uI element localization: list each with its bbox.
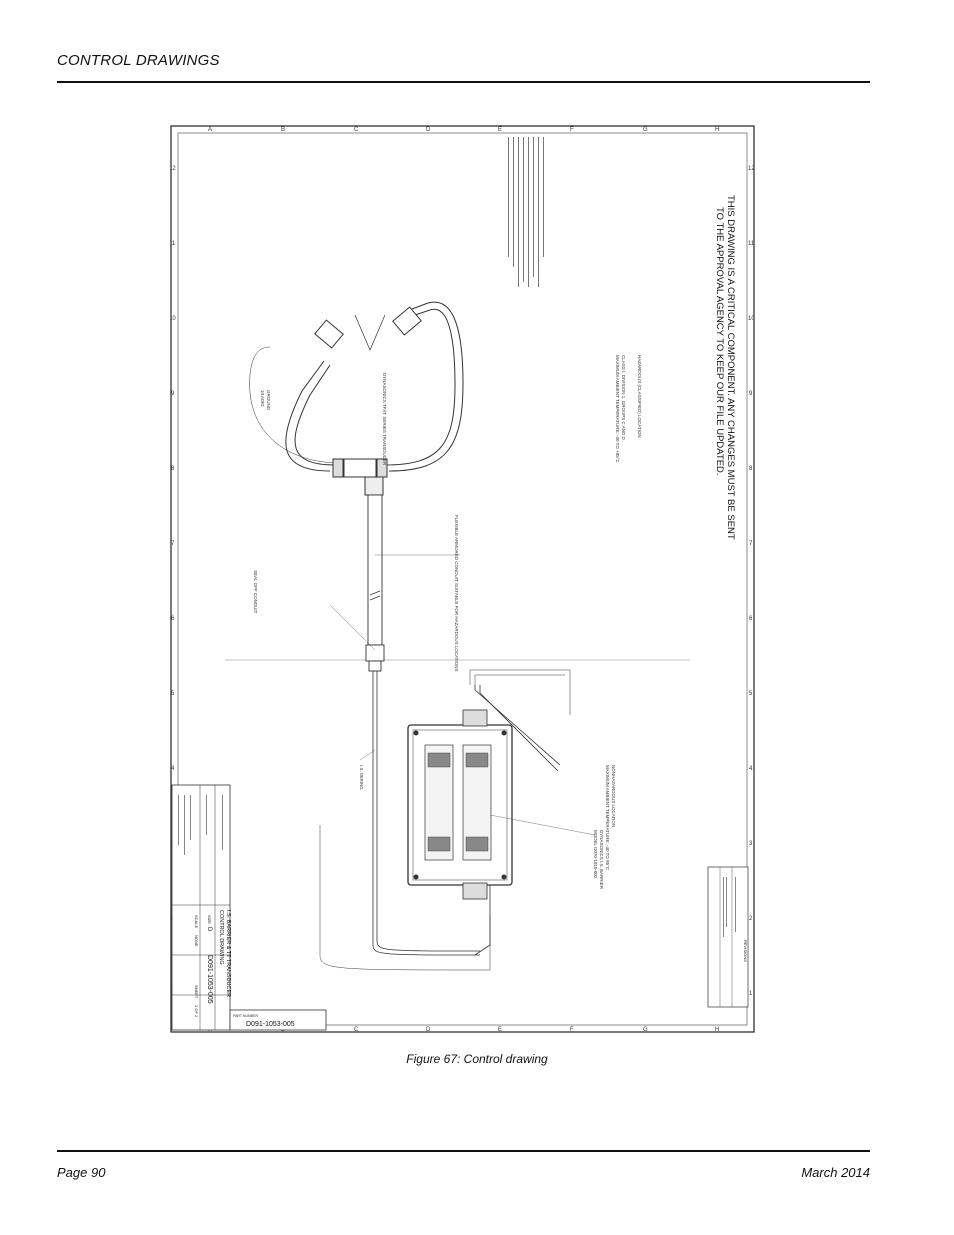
control-drawing: A B C D E F G H A B C D E F G H 12 11 10… — [169, 125, 755, 1038]
header-rule — [57, 81, 870, 83]
zone-number: 1 — [749, 991, 753, 997]
zone-letter: E — [498, 127, 502, 133]
zone-number: 7 — [171, 541, 175, 547]
zone-letter: G — [643, 127, 648, 133]
transducer-label: DYNASONICS TFXT SERIES TRANSDUCER — [382, 373, 387, 466]
zone-number: 12 — [748, 166, 755, 172]
revisions-label: REVISIONS — [743, 940, 748, 962]
part-number-box: PART NUMBER D091-1053-005 — [229, 1009, 327, 1031]
barrier-model-label: DYNASONICS I.S. BARRIER — [599, 830, 604, 890]
ground-label: GROUND — [266, 390, 271, 411]
zone-number: 6 — [171, 616, 175, 622]
size-value: D — [206, 927, 212, 932]
section-title: CONTROL DRAWINGS — [57, 52, 220, 69]
zone-letter: H — [715, 1027, 719, 1033]
zone-number: 3 — [749, 841, 753, 847]
ambient-label: MAXIMUM AMBIENT TEMPERATURE: -40 TO +85°… — [615, 355, 620, 464]
zone-number: 10 — [748, 316, 755, 322]
is-barrier — [407, 709, 513, 900]
footer-rule — [57, 1150, 870, 1152]
page-number: Page 90 — [57, 1165, 106, 1180]
nonhazardous-label: NONHAZARDOUS LOCATION — [611, 765, 616, 827]
zone-letter: B — [281, 127, 285, 133]
hazardous-label: HAZARDOUS (CLASSIFIED) LOCATION — [637, 355, 642, 438]
part-number: D091-1053-005 — [246, 1021, 295, 1028]
is-wiring — [319, 669, 571, 971]
scale-value: NONE — [194, 935, 199, 947]
figure-caption: Figure 67: Control drawing — [406, 1052, 548, 1066]
zone-number: 8 — [749, 466, 753, 472]
size-label: SIZE — [207, 915, 212, 924]
zone-letter: H — [715, 127, 719, 133]
zone-number: 5 — [171, 691, 175, 697]
drawing-subtitle: I.S. BARRIER & TT TRANSDUCER — [225, 910, 231, 997]
scale-label: SCALE — [194, 915, 199, 928]
nonhaz-ambient-label: MAXIMUM AMBIENT TEMPERATURE: -40 TO 85°C — [605, 765, 610, 871]
publication-date: March 2014 — [801, 1165, 870, 1180]
zone-number: 11 — [170, 241, 176, 247]
zone-number: 4 — [171, 766, 175, 772]
flexible-conduit — [365, 494, 385, 672]
zone-number: 10 — [170, 316, 176, 322]
zone-number: 9 — [171, 391, 175, 397]
drawing-title: CONTROL DRAWING — [218, 910, 224, 965]
conduit-label: FLEXIBLE ARMORED CONDUIT SUITABLE FOR HA… — [454, 515, 459, 672]
zone-letter: G — [643, 1027, 648, 1033]
class-div-label: CLASS I, DIVISION 1, GROUPS C AND D — [621, 355, 626, 441]
zone-letter: D — [426, 127, 431, 133]
zone-number: 7 — [749, 541, 753, 547]
seal-label: SEAL OFF CONDUIT — [253, 570, 258, 614]
zone-number: 12 — [170, 166, 176, 172]
zone-number: 4 — [749, 766, 753, 772]
zone-letter: E — [498, 1027, 502, 1033]
zone-letter: D — [426, 1027, 431, 1033]
sheet-value: 1 OF 2 — [194, 1005, 199, 1018]
part-number-label: PART NUMBER — [233, 1014, 259, 1018]
title-block: CONTROL DRAWING I.S. BARRIER & TT TRANSD… — [171, 784, 231, 1031]
ten-awg-label: 10 AWG — [260, 390, 265, 407]
zone-letter: C — [354, 127, 359, 133]
zone-number: 2 — [749, 916, 753, 922]
zone-number: 8 — [171, 466, 175, 472]
notice-line2: TO THE APPROVAL AGENCY TO KEEP OUR FILE … — [714, 207, 725, 476]
zone-number: 6 — [749, 616, 753, 622]
dwg-number: D091-1053-005 — [206, 955, 213, 1004]
revisions-block: REVISIONS — [707, 866, 749, 1008]
zone-letter: C — [354, 1027, 359, 1033]
barrier-model-label-2: MODEL D070-1010-002 — [593, 830, 598, 879]
is-wiring-label: I.S. WIRING — [359, 765, 364, 790]
sheet-label: SHEET — [194, 985, 199, 999]
zone-number: 9 — [749, 391, 753, 397]
zone-letter: F — [570, 1027, 574, 1033]
zone-letter: F — [570, 127, 574, 133]
zone-number: 5 — [749, 691, 753, 697]
notice-line1: THIS DRAWING IS A CRITICAL COMPONENT. AN… — [725, 195, 736, 540]
zone-letter: A — [208, 127, 212, 133]
zone-number: 11 — [748, 241, 755, 247]
